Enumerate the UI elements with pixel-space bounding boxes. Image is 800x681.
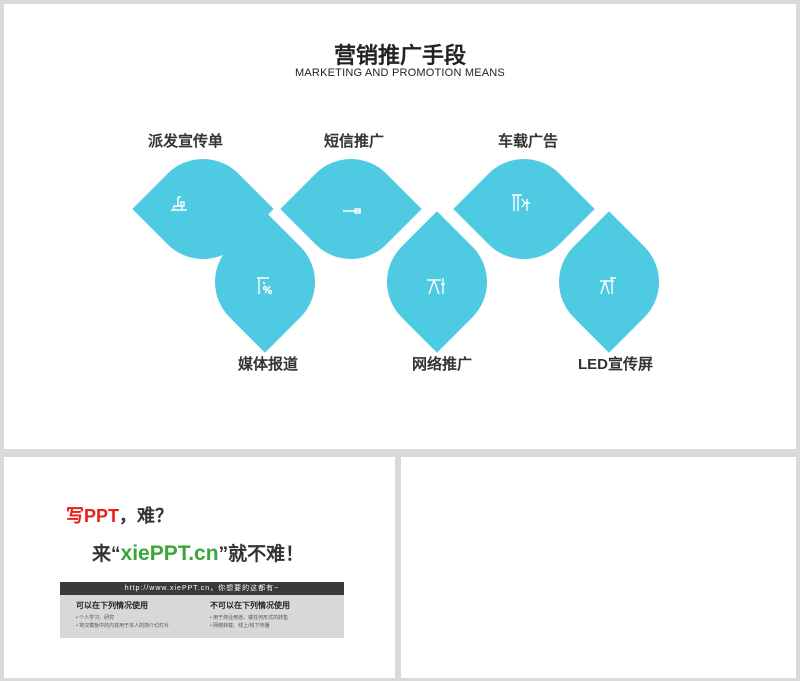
promo-headline-red: 写PPT	[66, 506, 120, 526]
usage-allowed-title: 可以在下列情况使用	[76, 601, 148, 610]
media-icon	[257, 277, 273, 295]
blank-slide	[401, 457, 796, 678]
page-title: 营销推广手段	[333, 43, 466, 68]
promo-headline-rest: ，难？	[119, 506, 174, 526]
usage-allowed-item: • 个人学习、研究	[76, 615, 115, 621]
usage-forbidden: 不可以在下列情况使用 • 用于商业用途，或任何形式的转售 • 网络转载、线上/线…	[210, 600, 290, 630]
promo-brand: xiePPT.cn	[120, 542, 219, 565]
vehicle-ad-icon	[512, 194, 530, 211]
leaflet-icon	[171, 196, 187, 211]
item-label-led: LED宣传屏	[578, 356, 654, 373]
usage-forbidden-title: 不可以在下列情况使用	[210, 601, 290, 610]
promo-pre: 来“	[92, 544, 121, 565]
led-screen-icon	[600, 277, 616, 295]
usage-allowed-item: • 将汉模板中的内容用于本人的简介幻灯片	[76, 623, 170, 629]
promo-url-bar: http://www.xiePPT.cn，你想要的这都有~	[60, 582, 344, 595]
sms-icon	[343, 208, 361, 214]
usage-forbidden-item: • 网络转载、线上/线下传播	[210, 623, 270, 629]
network-icon	[427, 278, 445, 295]
promo-slide: 写PPT，难？ 来“xiePPT.cn”就不难！ http://www.xieP…	[4, 457, 395, 678]
item-label-network: 网络推广	[412, 356, 473, 373]
item-label-sms: 短信推广	[324, 133, 385, 150]
promo-subheadline: 来“xiePPT.cn”就不难！	[92, 539, 304, 566]
promo-post: ”就不难！	[218, 544, 305, 565]
usage-allowed: 可以在下列情况使用 • 个人学习、研究 • 将汉模板中的内容用于本人的简介幻灯片	[76, 600, 169, 630]
usage-forbidden-item: • 用于商业用途，或任何形式的转售	[210, 615, 289, 621]
item-label-vehicle: 车载广告	[498, 133, 559, 150]
promo-headline: 写PPT，难？	[66, 502, 173, 528]
main-slide: 营销推广手段 MARKETING AND PROMOTION MEANS 派发宣…	[4, 4, 796, 449]
item-label-leaflet: 派发宣传单	[148, 133, 224, 150]
item-label-media: 媒体报道	[238, 356, 299, 373]
usage-box: 可以在下列情况使用 • 个人学习、研究 • 将汉模板中的内容用于本人的简介幻灯片…	[60, 595, 344, 638]
page-subtitle: MARKETING AND PROMOTION MEANS	[295, 67, 505, 79]
